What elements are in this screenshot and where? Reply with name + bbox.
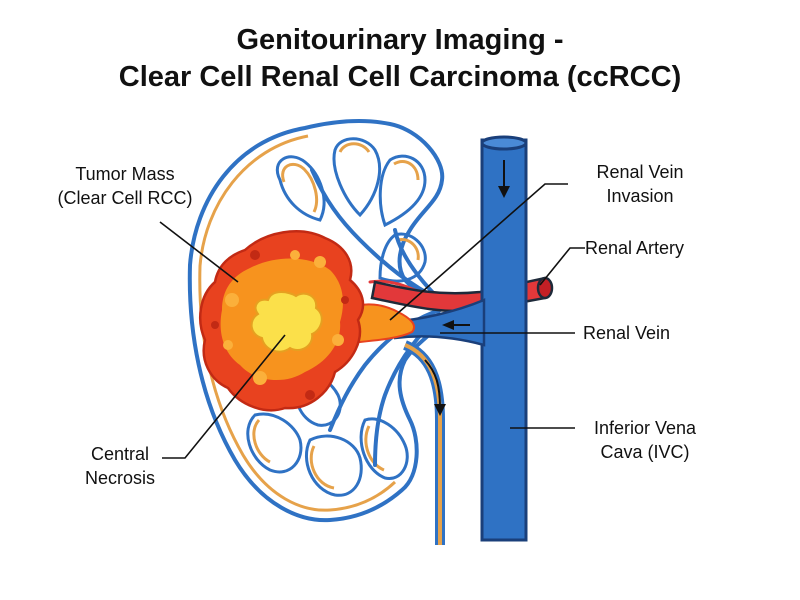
tumor-texture <box>223 250 344 385</box>
label-renal-vein-invasion: Renal Vein Invasion <box>575 160 705 208</box>
leader-renal-artery <box>539 247 585 286</box>
leader-lines <box>159 183 585 459</box>
label-tumor-mass: Tumor Mass (Clear Cell RCC) <box>40 162 210 210</box>
label-tumor-mass-line2: (Clear Cell RCC) <box>57 188 193 208</box>
label-renal-vein-invasion-line2: Invasion <box>606 186 674 206</box>
ivc-top-opening <box>480 135 528 151</box>
renal-artery-end <box>536 276 554 300</box>
title-line-1: Genitourinary Imaging - <box>236 24 564 56</box>
label-renal-vein: Renal Vein <box>583 323 671 343</box>
leader-central-necrosis <box>162 334 286 459</box>
label-central-necrosis-line2: Necrosis <box>84 468 155 488</box>
label-ivc: Inferior Vena Cava (IVC) <box>580 416 710 464</box>
ureter-inner <box>404 343 442 545</box>
diagram-title: Genitourinary Imaging - Clear Cell Renal… <box>0 22 800 96</box>
tumor-dark-spots <box>211 250 349 400</box>
ureter-flow-arrow <box>424 359 441 409</box>
label-ivc-line2: Cava (IVC) <box>600 442 690 462</box>
central-necrosis <box>250 291 323 353</box>
label-central-necrosis: Central Necrosis <box>60 442 180 490</box>
renal-vein-arrowhead <box>442 320 454 330</box>
label-renal-artery: Renal Artery <box>585 238 685 258</box>
leader-renal-vein-invasion <box>389 183 568 321</box>
title-line-2: Clear Cell Renal Cell Carcinoma (ccRCC) <box>118 61 682 93</box>
label-renal-vein-invasion-line1: Renal Vein <box>596 162 684 182</box>
label-tumor-mass-line1: Tumor Mass <box>75 164 175 184</box>
ivc-flow-arrowhead <box>498 186 510 198</box>
leader-tumor-mass <box>159 221 239 283</box>
label-central-necrosis-line1: Central <box>90 444 150 464</box>
ivc-vessel <box>480 138 528 542</box>
kidney-capsule-inner <box>198 134 397 512</box>
label-ivc-line1: Inferior Vena <box>593 418 697 438</box>
ureter-arrowhead <box>434 404 446 416</box>
